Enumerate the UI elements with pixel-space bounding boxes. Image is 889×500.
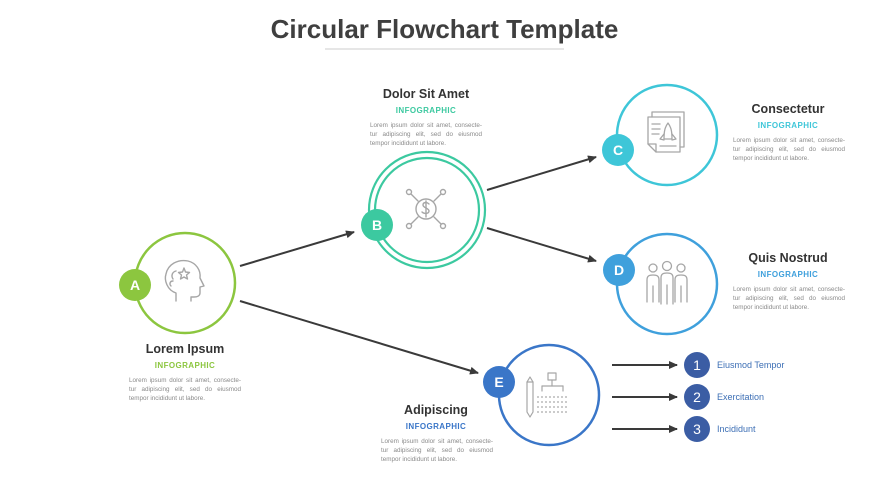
node-b: B [361,150,487,270]
node-d-text: Quis Nostrud INFOGRAPHIC Lorem ipsum dol… [718,251,858,312]
node-e-description: Lorem ipsum dolor sit amet, consecte- tu… [381,438,493,463]
step-1-badge [684,352,710,378]
title-underline [325,48,564,50]
team-people-icon [646,260,688,305]
badge-e [483,366,515,398]
step-2-badge [684,384,710,410]
node-e-title: Adipiscing [404,403,468,417]
node-a-subtitle: INFOGRAPHIC [154,361,216,370]
badge-e-letter: E [494,374,503,390]
node-c-subtitle: INFOGRAPHIC [757,121,819,130]
arrow-b-to-d [486,227,597,263]
node-a-title: Lorem Ipsum [145,342,225,356]
node-c-text: Consectetur INFOGRAPHIC Lorem ipsum dolo… [718,102,858,163]
node-e: E [483,343,601,447]
node-b-title: Dolor Sit Amet [382,87,470,101]
step-3-badge [684,416,710,442]
node-e-text: Adipiscing INFOGRAPHIC Lorem ipsum dolor… [366,403,506,464]
badge-d-letter: D [614,262,624,278]
step-2-label: Exercitation [717,392,765,402]
node-e-ring [497,343,601,447]
arrow-b-to-c [486,155,597,191]
step-2-number: 2 [693,389,701,405]
node-e-subtitle: INFOGRAPHIC [405,422,467,431]
badge-b-letter: B [372,217,382,233]
arrow-a-to-e [239,300,479,375]
step-2: 2 [684,384,710,410]
node-a: A [119,231,237,335]
step-3-number: 3 [693,421,701,437]
badge-a-letter: A [130,277,140,293]
node-a-description: Lorem ipsum dolor sit amet, consecte- tu… [129,377,241,402]
head-idea-icon [164,259,205,302]
document-rocket-icon [647,111,685,153]
node-b-text: Dolor Sit Amet INFOGRAPHIC Lorem ipsum d… [356,87,496,148]
node-d-ring [615,232,719,336]
node-b-ring-outer [367,150,487,270]
step-1-label: Eiusmod Tempor [717,360,785,370]
step-1: 1 [684,352,710,378]
node-c-ring [615,83,719,187]
node-d-subtitle: INFOGRAPHIC [757,270,819,279]
node-b-description: Lorem ipsum dolor sit amet, consecte- tu… [370,122,482,147]
node-b-subtitle: INFOGRAPHIC [395,106,457,115]
pencil-hierarchy-icon [526,372,564,418]
node-d-title: Quis Nostrud [748,251,828,265]
node-c: C [602,83,719,187]
connector-arrows [239,155,678,433]
step-1-number: 1 [693,357,701,373]
node-c-description: Lorem ipsum dolor sit amet, consecte- tu… [733,137,845,162]
dot-grid-decoration [537,396,567,413]
badge-b [361,209,393,241]
step-3-label: Incididunt [717,424,756,434]
arrow-a-to-b [239,230,355,267]
step-3: 3 [684,416,710,442]
badge-a [119,269,151,301]
node-d: D [603,232,719,336]
node-c-title: Consectetur [751,102,825,116]
node-d-description: Lorem ipsum dolor sit amet, consecte- tu… [733,286,845,311]
page-title: Circular Flowchart Template [270,14,619,44]
badge-d [603,254,635,286]
node-b-ring-inner [373,156,481,264]
badge-c-letter: C [613,142,623,158]
node-a-text: Lorem Ipsum INFOGRAPHIC Lorem ipsum dolo… [115,342,255,403]
badge-c [602,134,634,166]
dollar-network-icon [405,188,447,230]
